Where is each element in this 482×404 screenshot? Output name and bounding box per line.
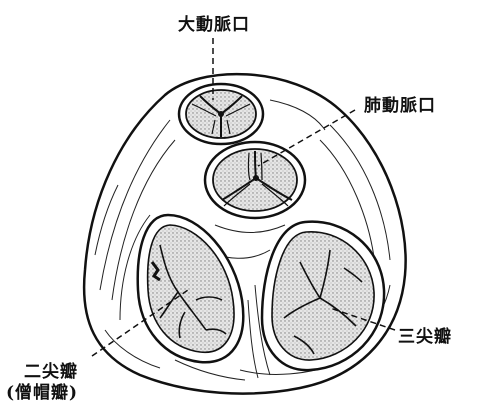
aortic-valve <box>179 84 263 144</box>
aortic-orifice-label: 大動脈口 <box>178 10 250 35</box>
pulmonary-orifice-label: 肺動脈口 <box>364 91 436 116</box>
tricuspid-valve-label: 三尖瓣 <box>398 322 452 347</box>
mitral-valve-alt-label: (僧帽瓣) <box>6 378 78 403</box>
pulmonary-valve <box>205 142 305 218</box>
